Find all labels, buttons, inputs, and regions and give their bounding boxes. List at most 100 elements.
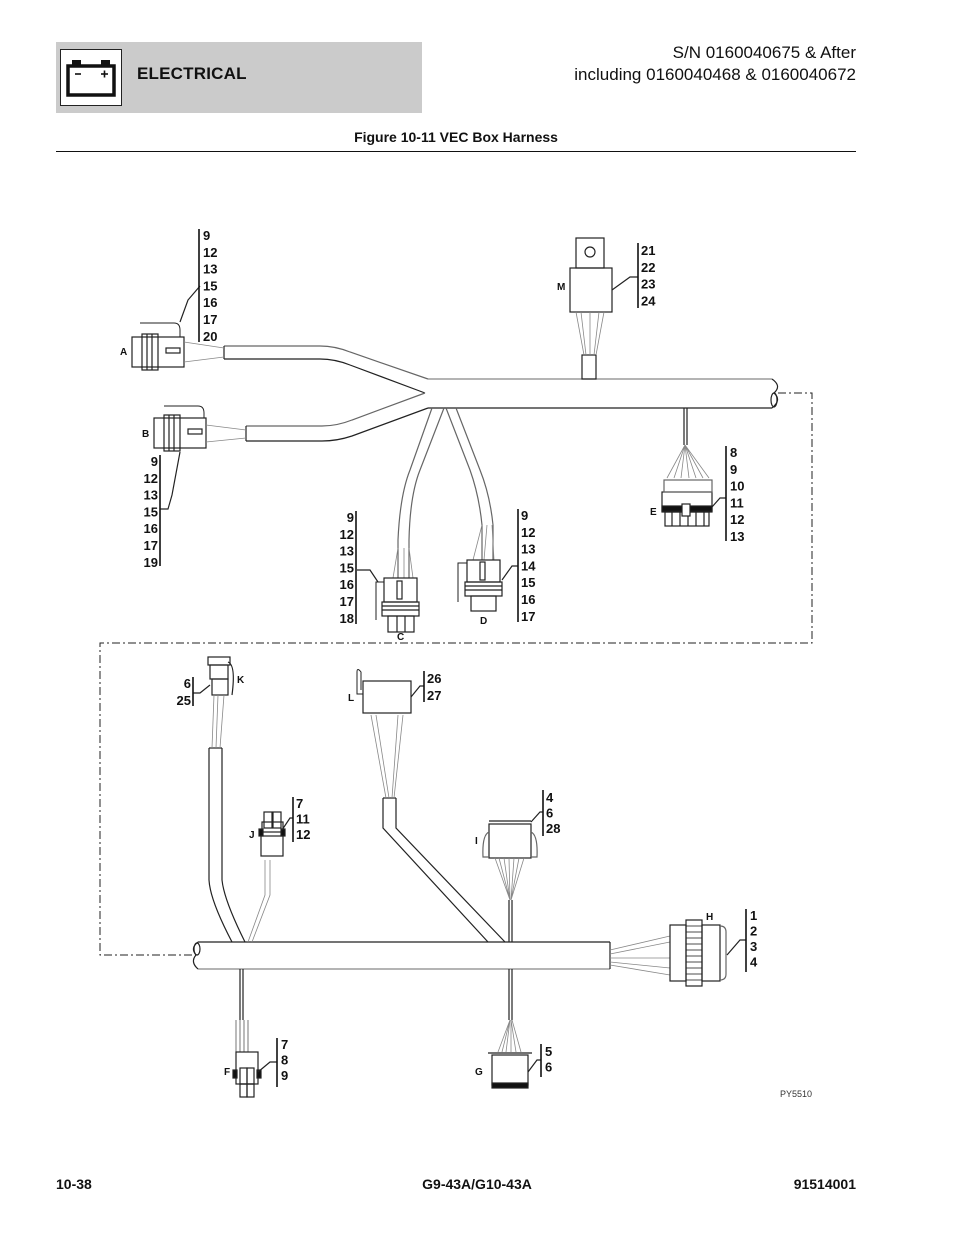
serial-line-1: S/N 0160040675 & After — [672, 43, 856, 62]
callout-m-22: 22 — [641, 260, 655, 275]
callout-i-4: 4 — [546, 790, 554, 805]
connector-i — [482, 811, 543, 901]
callout-e-9: 9 — [730, 462, 737, 477]
figure-title: Figure 10-11 VEC Box Harness — [354, 129, 558, 145]
callout-i-6: 6 — [546, 806, 553, 821]
lower-trunk — [192, 714, 671, 1020]
connector-label-i: I — [475, 836, 478, 847]
callout-c-16: 16 — [340, 577, 354, 592]
callout-d-12: 12 — [521, 525, 535, 540]
connector-k — [193, 656, 234, 749]
connector-label-b: B — [142, 429, 149, 440]
callout-h-3: 3 — [750, 939, 757, 954]
callout-m-21: 21 — [641, 243, 655, 258]
callout-k-6: 6 — [184, 676, 191, 691]
connector-label-k: K — [237, 675, 245, 686]
page-number: 10-38 — [56, 1176, 92, 1192]
section-title: ELECTRICAL — [137, 64, 247, 83]
callout-d-9: 9 — [521, 508, 528, 523]
callout-f-9: 9 — [281, 1068, 288, 1083]
callout-c-9: 9 — [347, 510, 354, 525]
callout-j-12: 12 — [296, 827, 310, 842]
callout-h-1: 1 — [750, 908, 757, 923]
callout-numbers: 9121315161720912131516171991213151617189… — [144, 228, 758, 1083]
callout-m-23: 23 — [641, 277, 655, 292]
connector-d — [457, 524, 518, 612]
callout-g-5: 5 — [545, 1044, 552, 1059]
callout-b-12: 12 — [144, 471, 158, 486]
callout-i-28: 28 — [546, 821, 560, 836]
callout-a-16: 16 — [203, 295, 217, 310]
callout-a-13: 13 — [203, 262, 217, 277]
connector-label-m: M — [557, 282, 565, 293]
connector-e — [661, 444, 726, 527]
callout-a-17: 17 — [203, 312, 217, 327]
connector-label-j: J — [249, 830, 255, 841]
callout-c-18: 18 — [340, 611, 354, 626]
callout-e-13: 13 — [730, 529, 744, 544]
connector-c — [357, 547, 420, 633]
callout-f-8: 8 — [281, 1053, 288, 1068]
callout-l-27: 27 — [427, 688, 441, 703]
callout-g-6: 6 — [545, 1060, 552, 1075]
callout-l-26: 26 — [427, 671, 441, 686]
callout-d-13: 13 — [521, 542, 535, 557]
connector-g — [488, 1019, 541, 1089]
callout-b-13: 13 — [144, 488, 158, 503]
connector-label-e: E — [650, 507, 657, 518]
callout-bars — [159, 229, 747, 1087]
model-number: G9-43A/G10-43A — [422, 1176, 532, 1192]
callout-c-13: 13 — [340, 544, 354, 559]
connector-label-f: F — [224, 1067, 230, 1078]
connector-label-a: A — [120, 347, 127, 358]
document-number: 91514001 — [793, 1176, 856, 1192]
connector-m — [569, 237, 638, 356]
callout-f-7: 7 — [281, 1037, 288, 1052]
callout-h-2: 2 — [750, 924, 757, 939]
connector-j — [258, 811, 293, 857]
connector-label-g: G — [475, 1067, 483, 1078]
connector-label-l: L — [348, 693, 354, 704]
callout-b-16: 16 — [144, 521, 158, 536]
callout-d-14: 14 — [521, 558, 536, 573]
callout-e-12: 12 — [730, 512, 744, 527]
header-rule — [56, 151, 856, 152]
callout-e-10: 10 — [730, 479, 744, 494]
callout-b-17: 17 — [144, 538, 158, 553]
connector-label-d: D — [480, 616, 487, 627]
callout-c-15: 15 — [340, 560, 354, 575]
callout-e-8: 8 — [730, 445, 737, 460]
connector-label-c: C — [397, 632, 404, 643]
drawing-code: PY5510 — [780, 1089, 812, 1099]
connector-a — [131, 285, 225, 371]
connector-f — [232, 1020, 277, 1098]
callout-c-17: 17 — [340, 594, 354, 609]
connector-h — [669, 919, 746, 987]
callout-a-20: 20 — [203, 329, 217, 344]
callout-b-15: 15 — [144, 504, 158, 519]
serial-number-range: S/N 0160040675 & After including 0160040… — [574, 42, 856, 86]
callout-a-12: 12 — [203, 245, 217, 260]
continuation-line — [99, 392, 813, 956]
connector-l — [356, 669, 424, 714]
callout-a-9: 9 — [203, 228, 210, 243]
connector-b — [153, 405, 247, 510]
upper-trunk — [223, 345, 779, 578]
callout-k-25: 25 — [177, 693, 191, 708]
callout-c-12: 12 — [340, 527, 354, 542]
callout-d-17: 17 — [521, 609, 535, 624]
callout-a-15: 15 — [203, 278, 217, 293]
callout-m-24: 24 — [641, 293, 656, 308]
callout-j-11: 11 — [296, 812, 310, 827]
callout-d-16: 16 — [521, 592, 535, 607]
battery-icon — [60, 49, 122, 106]
callout-d-15: 15 — [521, 575, 535, 590]
serial-line-2: including 0160040468 & 0160040672 — [574, 65, 856, 84]
callout-j-7: 7 — [296, 796, 303, 811]
callout-e-11: 11 — [730, 495, 744, 510]
callout-b-19: 19 — [144, 555, 158, 570]
connector-label-h: H — [706, 912, 713, 923]
callout-h-4: 4 — [750, 955, 758, 970]
callout-b-9: 9 — [151, 454, 158, 469]
